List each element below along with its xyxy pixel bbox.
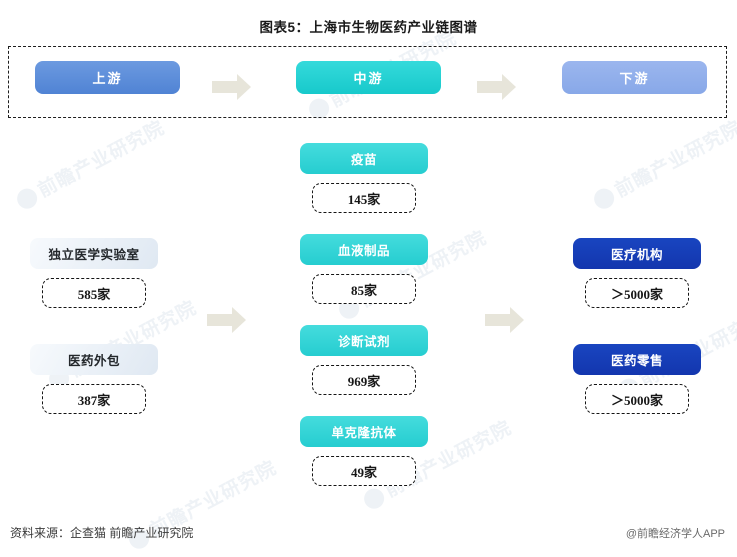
- node-group: 诊断试剂 969家: [300, 325, 428, 395]
- watermark-text: 前瞻产业研究院: [611, 116, 737, 202]
- node-midstream-blood[interactable]: 血液制品: [300, 234, 428, 265]
- node-downstream-medical-institution[interactable]: 医疗机构: [573, 238, 701, 269]
- column-downstream: 医疗机构 ＞5000家 医药零售 ＞5000家: [573, 238, 701, 430]
- column-midstream: 疫苗 145家 血液制品 85家 诊断试剂 969家 单克隆抗体 49家: [300, 143, 428, 502]
- node-group: 医药外包 387家: [30, 344, 158, 414]
- node-midstream-diagnostic[interactable]: 诊断试剂: [300, 325, 428, 356]
- right-arrow-icon: [477, 74, 517, 100]
- count-downstream-medical-institution: ＞5000家: [585, 278, 689, 308]
- right-arrow-icon: [207, 307, 247, 333]
- count-downstream-pharmacy-retail: ＞5000家: [585, 384, 689, 414]
- node-upstream-cro[interactable]: 医药外包: [30, 344, 158, 375]
- page-title: 图表5：上海市生物医药产业链图谱: [259, 20, 478, 35]
- column-upstream: 独立医学实验室 585家 医药外包 387家: [30, 238, 158, 430]
- node-group: 医药零售 ＞5000家: [573, 344, 701, 414]
- count-midstream-diagnostic: 969家: [312, 365, 416, 395]
- right-arrow-icon: [212, 74, 252, 100]
- count-upstream-cro: 387家: [42, 384, 146, 414]
- node-group: 疫苗 145家: [300, 143, 428, 213]
- watermark-text: 前瞻产业研究院: [34, 116, 169, 202]
- node-midstream-vaccine[interactable]: 疫苗: [300, 143, 428, 174]
- node-group: 单克隆抗体 49家: [300, 416, 428, 486]
- node-downstream-pharmacy-retail[interactable]: 医药零售: [573, 344, 701, 375]
- right-arrow-icon: [485, 307, 525, 333]
- watermark-logo-icon: [13, 185, 41, 213]
- source-note: 资料来源：企查猫 前瞻产业研究院: [10, 526, 194, 540]
- count-midstream-vaccine: 145家: [312, 183, 416, 213]
- node-group: 血液制品 85家: [300, 234, 428, 304]
- count-midstream-blood: 85家: [312, 274, 416, 304]
- node-group: 医疗机构 ＞5000家: [573, 238, 701, 308]
- stage-midstream[interactable]: 中游: [296, 61, 441, 94]
- node-group: 独立医学实验室 585家: [30, 238, 158, 308]
- attribution: @前瞻经济学人APP: [625, 528, 725, 540]
- node-midstream-antibody[interactable]: 单克隆抗体: [300, 416, 428, 447]
- count-midstream-antibody: 49家: [312, 456, 416, 486]
- count-upstream-lab: 585家: [42, 278, 146, 308]
- stage-downstream[interactable]: 下游: [562, 61, 707, 94]
- stage-band: 上游 中游 下游: [8, 46, 727, 118]
- watermark: 前瞻产业研究院: [588, 113, 737, 214]
- node-upstream-lab[interactable]: 独立医学实验室: [30, 238, 158, 269]
- stage-upstream[interactable]: 上游: [35, 61, 180, 94]
- watermark: 前瞻产业研究院: [11, 113, 168, 214]
- watermark-logo-icon: [590, 185, 618, 213]
